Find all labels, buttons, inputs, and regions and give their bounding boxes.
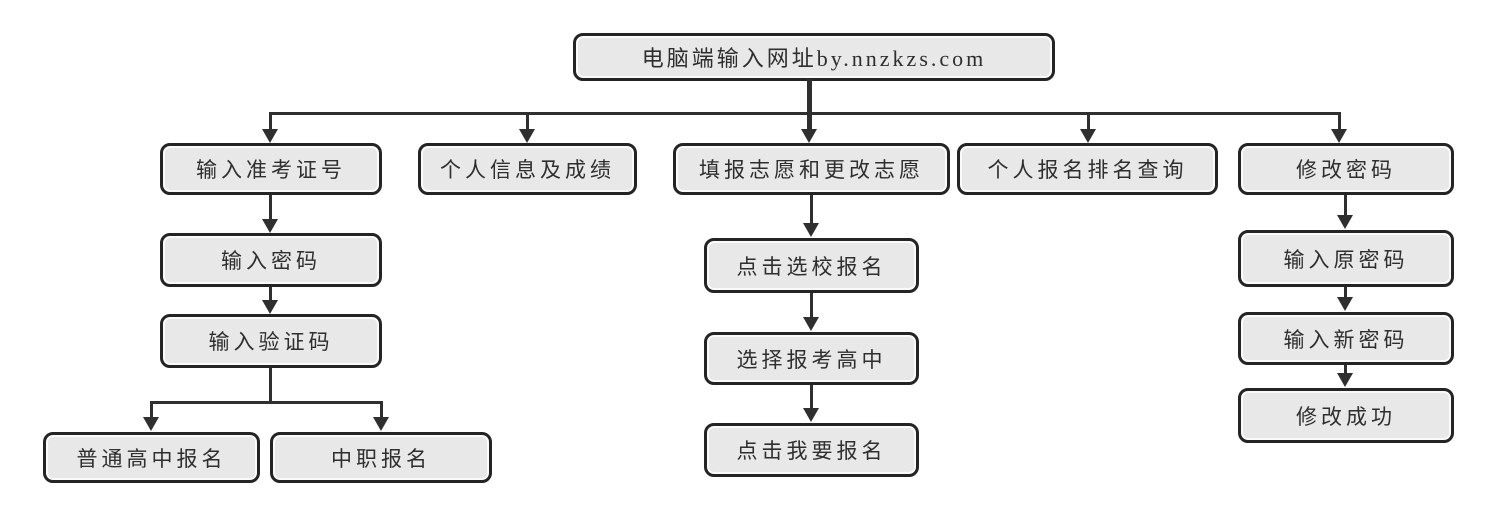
arrow-into-enter-ticket [262, 129, 278, 143]
connector-split-rail [150, 401, 383, 404]
flow-node-enter-captcha: 输入验证码 [160, 314, 382, 368]
connector-root-trunk [807, 79, 812, 115]
arrow-into-regular-high-school [143, 417, 159, 431]
connector-drop-vocational-school [380, 401, 383, 418]
flow-node-root-url: 电脑端输入网址by.nnzkzs.com [573, 33, 1055, 81]
flow-node-select-high-school: 选择报考高中 [704, 332, 919, 385]
flow-node-enter-ticket: 输入准考证号 [160, 143, 382, 195]
arrow-into-select-high-school [803, 317, 819, 331]
connector-click-school-to-select-hs [810, 293, 813, 318]
flow-node-change-success: 修改成功 [1238, 388, 1454, 443]
arrow-into-enter-captcha [262, 300, 278, 314]
flow-node-enter-old-password: 输入原密码 [1238, 230, 1454, 287]
flow-node-change-password: 修改密码 [1238, 143, 1454, 195]
connector-drop-enter-ticket [269, 112, 272, 130]
connector-change-pw-to-old-pw [1344, 195, 1347, 216]
connector-new-pw-to-success [1344, 365, 1347, 374]
arrow-into-personal-info [519, 129, 535, 143]
arrow-into-enter-new-password [1337, 297, 1353, 311]
arrow-into-fill-change-preference [801, 129, 817, 143]
arrow-into-click-school-register [803, 223, 819, 237]
connector-main-rail [269, 112, 1341, 115]
connector-password-to-captcha [269, 287, 272, 301]
arrow-into-change-password [1331, 129, 1347, 143]
connector-drop-ranking-query [1087, 112, 1090, 130]
connector-captcha-split-stem [269, 368, 272, 404]
flow-node-click-school-register: 点击选校报名 [704, 238, 919, 293]
flow-node-fill-change-preference: 填报志愿和更改志愿 [673, 143, 950, 195]
connector-drop-change-password [1338, 112, 1341, 130]
flow-node-click-i-want-register: 点击我要报名 [704, 423, 919, 477]
arrow-into-vocational-school [373, 417, 389, 431]
connector-old-pw-to-new-pw [1344, 287, 1347, 298]
arrow-into-ranking-query [1080, 129, 1096, 143]
connector-select-hs-to-i-want [810, 385, 813, 409]
connector-drop-personal-info [526, 112, 529, 130]
arrow-into-click-i-want-register [803, 408, 819, 422]
flow-node-regular-high-school: 普通高中报名 [43, 432, 260, 483]
flow-node-ranking-query: 个人报名排名查询 [957, 143, 1218, 195]
connector-drop-regular-high-school [150, 401, 153, 418]
connector-ticket-to-password [269, 195, 272, 220]
flow-node-enter-new-password: 输入新密码 [1238, 312, 1454, 365]
flow-node-vocational-school: 中职报名 [270, 432, 492, 483]
connector-preference-to-click-school [810, 195, 813, 224]
flow-node-enter-password: 输入密码 [160, 233, 382, 287]
arrow-into-change-success [1337, 373, 1353, 387]
arrow-into-enter-password [262, 219, 278, 233]
connector-drop-fill-change-preference [807, 112, 812, 130]
flow-node-personal-info: 个人信息及成绩 [418, 143, 637, 195]
arrow-into-enter-old-password [1337, 215, 1353, 229]
